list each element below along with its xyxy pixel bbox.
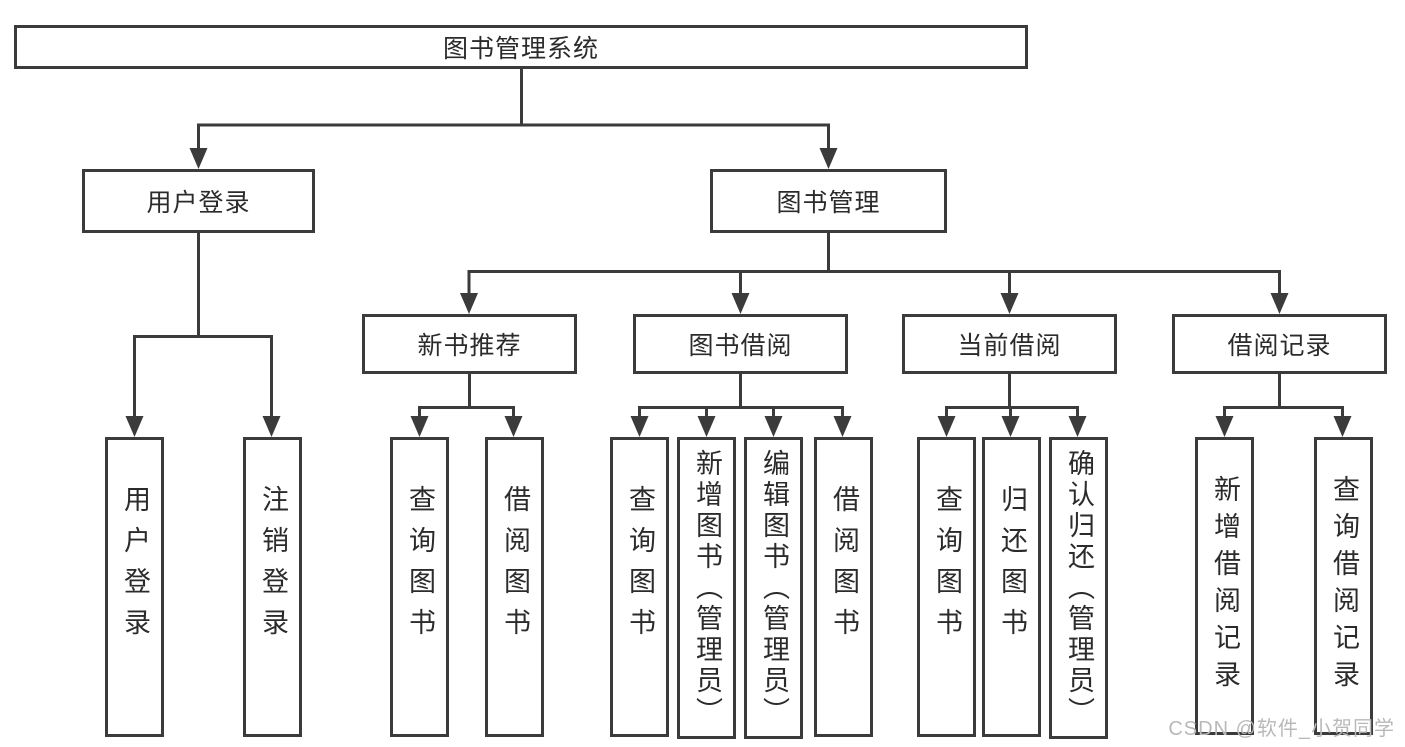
leaf-edit-book-admin: 编辑图书（管理员） — [744, 437, 803, 739]
leaf-user-login: 用户登录 — [105, 437, 164, 737]
node-label: 图书管理系统 — [442, 35, 599, 63]
node-new-book-recommend: 新书推荐 — [362, 314, 577, 374]
node-borrow-records: 借阅记录 — [1172, 314, 1387, 374]
leaf-query-books-recommend: 查询图书 — [390, 437, 449, 737]
node-label: 归还图书 — [997, 485, 1027, 649]
leaf-logout: 注销登录 — [243, 437, 302, 737]
node-label: 查询图书 — [405, 485, 435, 649]
node-label: 查询借阅记录 — [1329, 475, 1359, 697]
leaf-return-book: 归还图书 — [982, 437, 1041, 737]
leaf-borrow-books-2: 借阅图书 — [814, 437, 873, 737]
node-label: 借阅图书 — [829, 485, 859, 649]
node-label: 新增图书（管理员） — [692, 448, 722, 728]
node-label: 借阅图书 — [500, 485, 530, 649]
node-label: 图书借阅 — [688, 332, 793, 360]
node-user-login: 用户登录 — [82, 169, 315, 233]
leaf-query-borrow-record: 查询借阅记录 — [1314, 437, 1373, 735]
leaf-query-books-current: 查询图书 — [917, 437, 976, 737]
csdn-watermark: CSDN @软件_小贺同学 — [1168, 718, 1395, 740]
node-current-borrow: 当前借阅 — [902, 314, 1117, 374]
node-label: 注销登录 — [258, 485, 288, 649]
node-label: 用户登录 — [120, 485, 150, 649]
node-book-borrow: 图书借阅 — [633, 314, 848, 374]
node-label: 当前借阅 — [957, 332, 1062, 360]
leaf-query-books-borrow: 查询图书 — [610, 437, 669, 737]
leaf-add-borrow-record: 新增借阅记录 — [1195, 437, 1254, 735]
node-label: 确认归还（管理员） — [1064, 448, 1094, 728]
node-root-system: 图书管理系统 — [14, 25, 1028, 69]
node-label: 新增借阅记录 — [1210, 475, 1240, 697]
node-label: 借阅记录 — [1227, 332, 1332, 360]
node-label: 编辑图书（管理员） — [759, 448, 789, 728]
node-label: 查询图书 — [932, 485, 962, 649]
node-label: 图书管理 — [776, 189, 881, 217]
node-label: 用户登录 — [146, 189, 251, 217]
leaf-add-book-admin: 新增图书（管理员） — [677, 437, 736, 739]
node-label: 新书推荐 — [417, 332, 522, 360]
leaf-borrow-books-recommend: 借阅图书 — [485, 437, 544, 737]
node-book-management: 图书管理 — [710, 169, 947, 233]
leaf-confirm-return-admin: 确认归还（管理员） — [1049, 437, 1108, 739]
node-label: 查询图书 — [625, 485, 655, 649]
